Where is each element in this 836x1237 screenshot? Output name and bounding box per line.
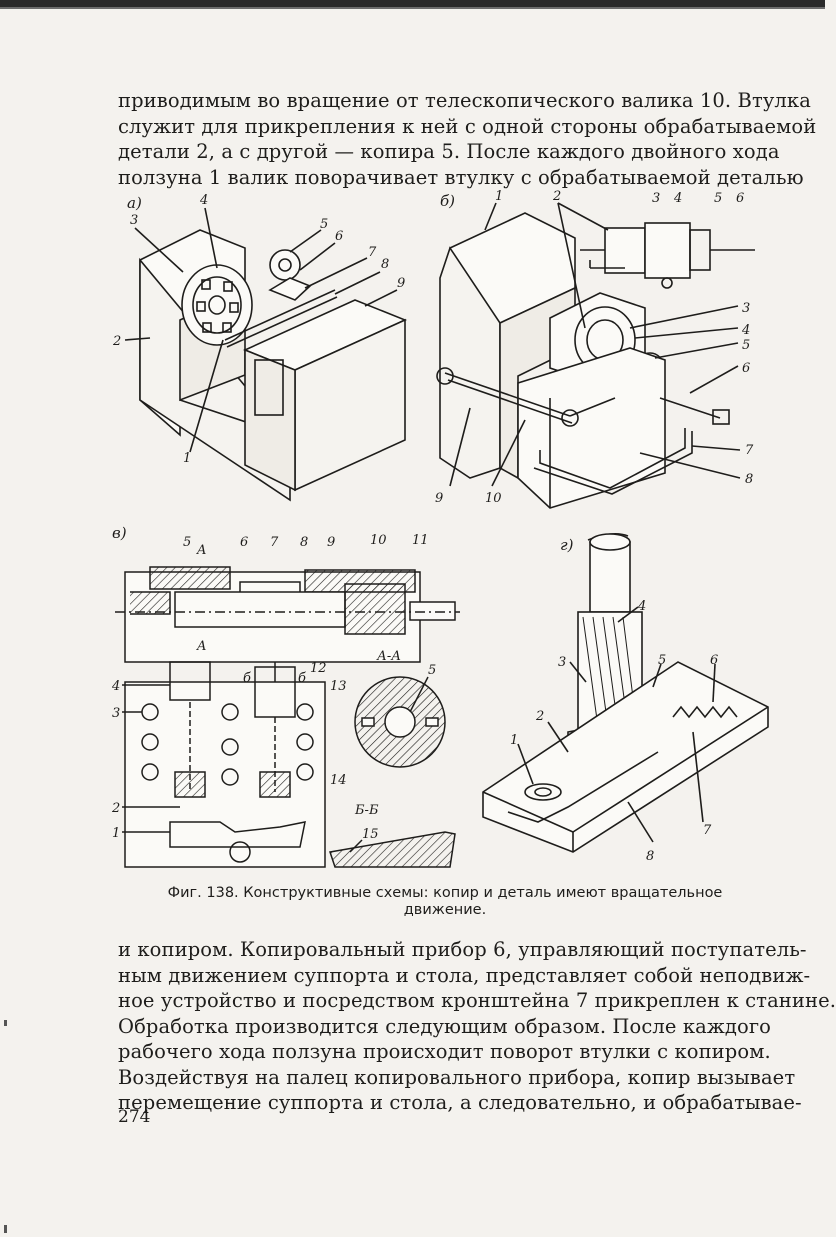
figure-caption: Фиг. 138. Конструктивные схемы: копир и … bbox=[150, 885, 740, 919]
part-label: 4 bbox=[673, 191, 682, 206]
text-line: Обработка производится следующим образом… bbox=[118, 1014, 771, 1038]
part-label: 6 bbox=[742, 361, 750, 376]
part-label: 3 bbox=[652, 191, 660, 206]
part-label: 4 bbox=[199, 193, 208, 208]
part-label: 7 bbox=[270, 535, 279, 550]
scan-left-mark bbox=[4, 1225, 7, 1233]
part-label: 8 bbox=[646, 849, 654, 864]
part-label: A bbox=[196, 639, 206, 654]
part-label: 1 bbox=[510, 733, 518, 748]
part-label: 4 bbox=[111, 679, 120, 694]
part-label: 9 bbox=[327, 535, 335, 550]
text-line: перемещение суппорта и стола, а следоват… bbox=[118, 1091, 802, 1114]
part-label: 5 bbox=[320, 217, 328, 232]
part-label: 12 bbox=[310, 661, 327, 676]
section-label: Б-Б bbox=[354, 803, 379, 818]
part-label: 1 bbox=[183, 451, 191, 466]
part-label: 4 bbox=[741, 323, 750, 338]
text-line: служит для прикрепления к ней с одной ст… bbox=[118, 114, 817, 138]
text-line: детали 2, а с другой — копира 5. После к… bbox=[118, 140, 780, 163]
part-label: 9 bbox=[397, 276, 405, 291]
part-label: 13 bbox=[330, 679, 347, 694]
part-label: 14 bbox=[330, 773, 347, 788]
part-label: 3 bbox=[112, 706, 120, 721]
panel-tag: г) bbox=[560, 536, 574, 554]
part-label: 3 bbox=[558, 655, 566, 670]
text-line: ползуна 1 валик поворачивает втулку с об… bbox=[118, 165, 804, 189]
scan-left-mark bbox=[4, 1020, 7, 1026]
panel-tag: а) bbox=[127, 194, 142, 212]
part-label: 1 bbox=[495, 189, 503, 204]
part-label: 10 bbox=[370, 533, 387, 548]
caption-line: движение. bbox=[403, 902, 487, 918]
part-label: 2 bbox=[111, 801, 120, 816]
scan-top-edge bbox=[0, 0, 825, 7]
figure-panel-a: а) 3 4 5 6 7 8 9 2 1 bbox=[105, 190, 425, 502]
part-label: 15 bbox=[362, 827, 379, 842]
part-label: 11 bbox=[412, 533, 429, 548]
figure-panel-b: б) 1 2 3 4 5 6 bbox=[430, 188, 765, 509]
part-label: 3 bbox=[742, 301, 750, 316]
part-label: 5 bbox=[658, 653, 666, 668]
part-label: 6 bbox=[240, 535, 248, 550]
text-line: ным движением суппорта и стола, представ… bbox=[118, 963, 811, 987]
part-label: 8 bbox=[300, 535, 308, 550]
part-label: 5 bbox=[714, 191, 722, 206]
section-label: А-А bbox=[376, 649, 401, 664]
part-label: 8 bbox=[381, 257, 389, 272]
part-label: б bbox=[243, 671, 251, 686]
part-label: 6 bbox=[335, 229, 343, 244]
text-line: ное устройство и посредством кронштейна … bbox=[118, 989, 836, 1012]
scan-top-edge-shadow bbox=[0, 7, 825, 9]
part-label: 7 bbox=[368, 245, 377, 260]
part-label: 7 bbox=[745, 443, 754, 458]
part-label: A bbox=[196, 543, 206, 558]
part-label: 7 bbox=[703, 823, 712, 838]
part-label: 6 bbox=[736, 191, 744, 206]
part-label: 5 bbox=[183, 535, 191, 550]
part-label: 2 bbox=[552, 189, 561, 204]
part-label: 4 bbox=[637, 599, 646, 614]
figure-panel-v: в) 5 A 6 7 8 9 bbox=[110, 522, 470, 877]
text-line: приводимым во вращение от телескопическо… bbox=[118, 89, 811, 112]
part-label: 10 bbox=[485, 491, 502, 506]
page-number: 274 bbox=[118, 1107, 151, 1127]
text-line: рабочего хода ползуна происходит поворот… bbox=[118, 1040, 771, 1063]
panel-tag: б) bbox=[440, 192, 455, 210]
part-label: 1 bbox=[112, 826, 120, 841]
part-label: 9 bbox=[435, 491, 443, 506]
caption-line: Фиг. 138. Конструктивные схемы: копир и … bbox=[167, 885, 723, 901]
top-paragraph: приводимым во вращение от телескопическо… bbox=[118, 88, 817, 190]
part-label: 2 bbox=[535, 709, 544, 724]
text-line: и копиром. Копировальный прибор 6, управ… bbox=[118, 938, 807, 961]
part-label: 5 bbox=[742, 338, 750, 353]
part-label: б bbox=[298, 671, 306, 686]
text-line: Воздействуя на палец копировального приб… bbox=[118, 1065, 796, 1089]
part-label: 3 bbox=[130, 213, 138, 228]
part-label: 2 bbox=[112, 334, 121, 349]
part-label: 6 bbox=[710, 653, 718, 668]
bottom-paragraph: и копиром. Копировальный прибор 6, управ… bbox=[118, 937, 836, 1116]
part-label: 5 bbox=[428, 663, 436, 678]
panel-tag: в) bbox=[112, 524, 127, 542]
figure-panel-g: г) 4 3 5 6 2 1 7 8 bbox=[478, 522, 778, 877]
part-label: 8 bbox=[745, 472, 753, 487]
